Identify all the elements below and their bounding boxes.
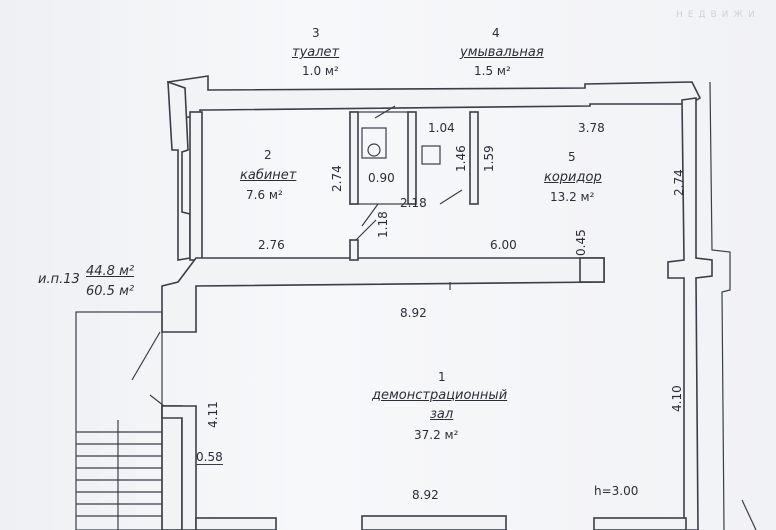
dim-8-92-bottom: 8.92 <box>412 488 439 502</box>
dim-4-11: 4.11 <box>206 401 220 428</box>
office-west-wall <box>189 111 203 261</box>
washroom-name: умывальная <box>460 45 544 60</box>
ceiling-height: h=3.00 <box>594 484 639 498</box>
neighbor-wall-right-2 <box>741 499 757 530</box>
south-wall-2 <box>361 515 507 530</box>
south-wall-3 <box>593 517 687 530</box>
dim-2-76: 2.76 <box>258 238 285 252</box>
neighbor-wall-right <box>709 81 731 530</box>
dim-0-58: 0.58 <box>196 450 223 465</box>
toilet-wall-mid <box>407 111 417 205</box>
dim-1-46: 1.46 <box>454 145 468 172</box>
summary-area-1: 44.8 м² <box>86 264 135 279</box>
toilet-name: туалет <box>292 45 340 60</box>
office-number: 2 <box>264 148 272 162</box>
dim-6-00: 6.00 <box>490 238 517 252</box>
washroom-wall-right <box>469 111 479 205</box>
stairs <box>75 311 163 530</box>
sink-fixture <box>421 145 441 165</box>
watermark: НЕДВИЖИ <box>676 10 760 20</box>
south-wall-1 <box>195 517 277 530</box>
dim-1-59: 1.59 <box>482 145 496 172</box>
hall-name-line1: демонстрационный <box>372 388 508 403</box>
summary-area-2: 60.5 м² <box>86 284 135 299</box>
entrance-door <box>131 331 161 381</box>
dim-2-74-left: 2.74 <box>330 165 344 192</box>
toilet-bowl <box>367 143 381 157</box>
dim-3-78: 3.78 <box>578 121 605 135</box>
corridor-area: 13.2 м² <box>550 190 595 204</box>
toilet-wall-left <box>349 111 359 205</box>
summary-label: и.п.13 <box>38 272 80 287</box>
north-wall <box>166 75 702 119</box>
west-wall-upper <box>167 80 191 261</box>
office-area: 7.6 м² <box>246 188 283 202</box>
corridor-number: 5 <box>568 150 576 164</box>
hall-west-wall <box>161 405 183 530</box>
dim-2-18: 2.18 <box>400 196 427 210</box>
toilet-fixture <box>361 127 387 159</box>
office-door <box>355 219 377 241</box>
toilet-area: 1.0 м² <box>302 64 339 78</box>
partition-stub <box>579 257 605 283</box>
washroom-door <box>439 189 463 205</box>
door-post <box>349 239 359 261</box>
hall-number: 1 <box>438 370 446 384</box>
dim-0-90: 0.90 <box>368 171 395 185</box>
toilet-door-bottom <box>361 203 379 227</box>
office-name: кабинет <box>240 168 297 183</box>
east-wall <box>667 97 713 530</box>
stair-steps <box>76 420 162 530</box>
dim-2-74-right: 2.74 <box>672 169 686 196</box>
dim-4-10: 4.10 <box>670 385 684 412</box>
corridor-name: коридор <box>544 170 602 185</box>
washroom-number: 4 <box>492 26 500 40</box>
dim-0-45: 0.45 <box>574 229 588 256</box>
toilet-door <box>374 105 396 119</box>
hall-north-wall <box>161 257 605 333</box>
toilet-number: 3 <box>312 26 320 40</box>
washroom-area: 1.5 м² <box>474 64 511 78</box>
dim-1-18: 1.18 <box>376 211 390 238</box>
dim-8-92-top: 8.92 <box>400 306 427 320</box>
hall-area: 37.2 м² <box>414 428 459 442</box>
hall-name-line2: зал <box>430 407 454 422</box>
dim-1-04: 1.04 <box>428 121 455 135</box>
